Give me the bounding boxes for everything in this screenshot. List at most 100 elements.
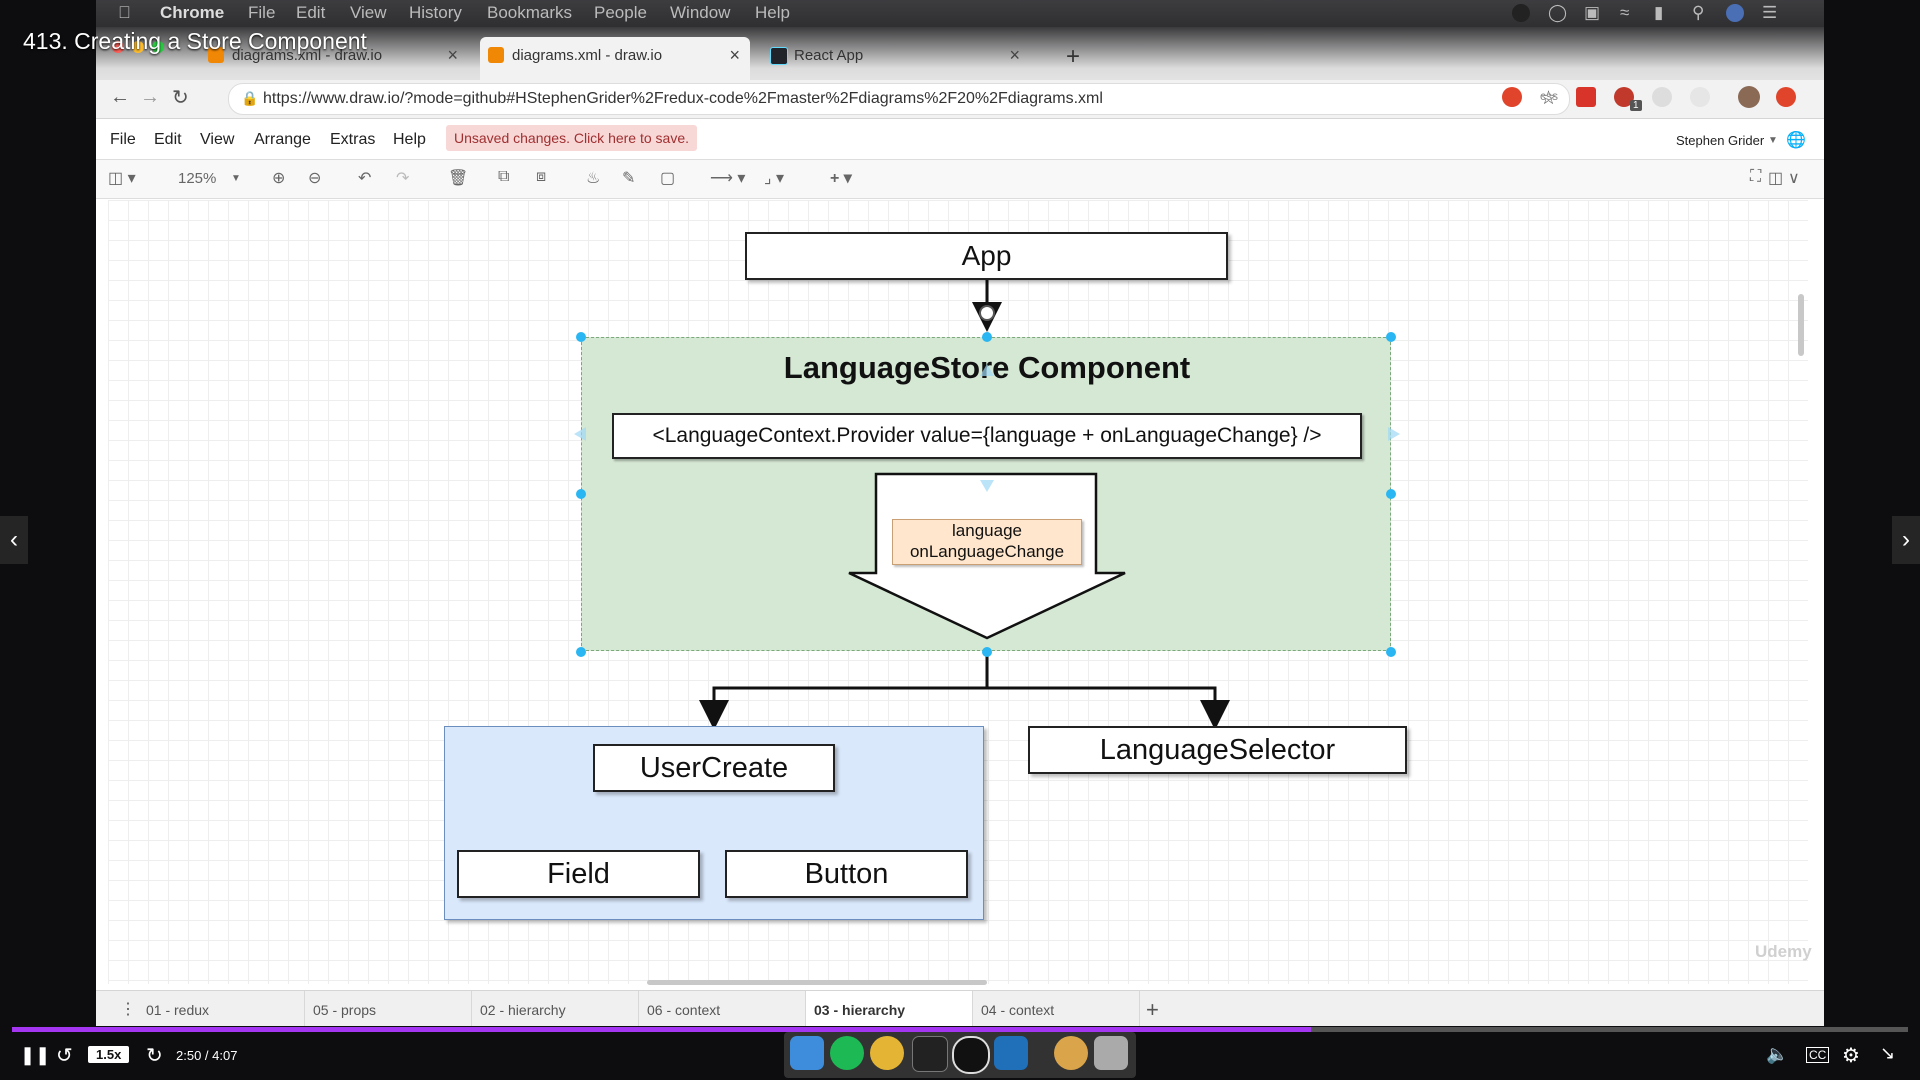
user-name[interactable]: Stephen Grider [1676,133,1765,148]
node-context-values[interactable]: language onLanguageChange [892,519,1082,565]
node-field[interactable]: Field [457,850,700,898]
menubar-item-bookmarks[interactable]: Bookmarks [487,3,573,22]
notifications-list-icon[interactable]: ☰ [1762,3,1778,22]
forward-icon[interactable]: → [140,86,160,108]
extension-icon-1[interactable] [1502,87,1522,107]
close-tab-icon[interactable]: × [729,45,740,65]
page-tab-06-context[interactable]: 06 - context [639,991,806,1026]
drawio-menu-edit[interactable]: Edit [154,131,182,148]
pages-menu-icon[interactable]: ⋮ [120,1001,136,1018]
spotify-icon[interactable] [830,1036,864,1070]
line-color-icon[interactable]: ✎ [622,170,636,187]
address-bar[interactable]: 🔒 https://www.draw.io/?mode=github#HStep… [228,83,1570,115]
delete-icon[interactable]: 🗑 [448,170,469,187]
to-front-icon[interactable]: ⧉ [498,168,510,185]
profile-avatar[interactable] [1738,86,1760,108]
zoom-out-icon[interactable]: ⊖ [308,170,322,187]
pause-icon[interactable]: ❚❚ [20,1045,51,1065]
apple-icon[interactable]:  [118,3,131,23]
menubar-item-edit[interactable]: Edit [296,3,326,22]
add-page-icon[interactable]: + [1146,997,1159,1022]
exit-fullscreen-icon[interactable]: ↘ [1880,1043,1896,1063]
diagram-canvas[interactable]: App LanguageStore Component <LanguageCon… [108,200,1812,985]
shadow-icon[interactable]: ▢ [660,170,676,187]
back-icon[interactable]: ← [110,86,130,108]
next-lecture-button[interactable]: › [1892,516,1920,564]
new-tab-icon[interactable]: + [1066,43,1081,70]
insert-plus-icon[interactable]: + ▾ [830,170,852,187]
vscode-icon[interactable] [994,1036,1028,1070]
zoom-dropdown-icon[interactable]: ▼ [231,173,241,184]
search-icon[interactable]: ⚲ [1692,3,1705,22]
drawio-menu-arrange[interactable]: Arrange [254,131,311,148]
extension-icon-3[interactable] [1576,87,1596,107]
chrome-icon[interactable] [870,1036,904,1070]
extension-icon-5[interactable] [1652,87,1672,107]
selection-handles[interactable] [108,200,1808,984]
drawio-menu-file[interactable]: File [110,131,136,148]
language-globe-icon[interactable]: 🌐 [1786,132,1806,149]
close-tab-icon[interactable]: × [447,45,458,65]
node-button[interactable]: Button [725,850,968,898]
menubar-item-file[interactable]: File [248,3,276,22]
edge-store-languageselector[interactable] [987,686,1230,730]
zoom-in-icon[interactable]: ⊕ [272,170,286,187]
drawio-menu-extras[interactable]: Extras [330,131,376,148]
connection-style-icon[interactable]: ⟶ ▾ [710,170,746,187]
volume-icon[interactable]: 🔈 [1766,1044,1789,1064]
edge-store-usercreate[interactable] [699,652,989,730]
node-app[interactable]: App [745,232,1228,280]
menubar-item-people[interactable]: People [594,3,647,22]
extension-icon-6[interactable] [1690,87,1710,107]
playback-speed-button[interactable]: 1.5x [88,1046,130,1063]
to-back-icon[interactable]: ⧈ [536,168,547,185]
forward-icon[interactable]: ↻ [146,1045,163,1067]
menubar-app-name[interactable]: Chrome [160,3,225,22]
reload-icon[interactable]: ↻ [172,87,189,109]
format-panel-icon[interactable]: ◫ ▾ [108,170,136,187]
ublock-extension-icon[interactable] [1614,87,1634,107]
drawio-menu-help[interactable]: Help [393,131,426,148]
minimize-window-icon[interactable] [132,41,144,53]
menubar-item-view[interactable]: View [350,3,387,22]
zoom-select[interactable]: 125% [178,170,217,187]
menubar-item-help[interactable]: Help [755,3,790,22]
unsaved-changes-banner[interactable]: Unsaved changes. Click here to save. [446,125,698,151]
page-tab-02-hierarchy[interactable]: 02 - hierarchy [472,991,639,1026]
page-tab-01-redux[interactable]: 01 - redux [138,991,305,1026]
user-dropdown-icon[interactable]: ▼ [1768,135,1778,146]
battery-icon[interactable]: ▮ [1654,3,1664,22]
redo-icon[interactable]: ↷ [396,170,410,187]
terminal-icon[interactable] [912,1036,948,1072]
fullscreen-icon[interactable]: ⛶ [1750,168,1762,185]
vertical-scrollbar-thumb[interactable] [1798,294,1804,356]
captions-icon[interactable]: CC [1806,1047,1830,1063]
status-icon-1[interactable] [1512,4,1530,22]
css-extension-icon[interactable]: css [1540,89,1558,103]
menubar-item-history[interactable]: History [409,3,462,22]
node-usercreate[interactable]: UserCreate [593,744,835,792]
video-progress-bar[interactable] [12,1027,1908,1032]
previous-lecture-button[interactable]: ‹ [0,516,28,564]
drawio-menu-view[interactable]: View [200,131,235,148]
node-language-selector[interactable]: LanguageSelector [1028,726,1407,774]
page-tab-05-props[interactable]: 05 - props [305,991,472,1026]
undo-icon[interactable]: ↶ [358,170,372,187]
menubar-item-window[interactable]: Window [670,3,731,22]
user-avatar-icon[interactable] [1726,4,1744,22]
tab-diagrams-2-active[interactable]: diagrams.xml - draw.io × [480,37,750,80]
glasses-icon[interactable]: ◯ [1548,3,1568,22]
node-provider[interactable]: <LanguageContext.Provider value={languag… [612,413,1362,459]
bookmark-star-icon[interactable]: ☆ [1539,88,1557,109]
tab-diagrams-1[interactable]: diagrams.xml - draw.io × [200,37,468,73]
docker-icon[interactable]: ▣ [1584,3,1601,22]
obs-icon[interactable] [952,1036,990,1074]
wifi-icon[interactable]: ≈ [1620,3,1630,22]
maximize-window-icon[interactable] [152,41,164,53]
close-tab-icon[interactable]: × [1009,45,1020,65]
collapse-icon[interactable]: ∨ [1788,170,1800,187]
page-tab-03-hierarchy[interactable]: 03 - hierarchy [806,991,973,1026]
finder-icon[interactable] [790,1036,824,1070]
close-window-icon[interactable] [112,41,124,53]
page-tab-04-context[interactable]: 04 - context [973,991,1140,1026]
